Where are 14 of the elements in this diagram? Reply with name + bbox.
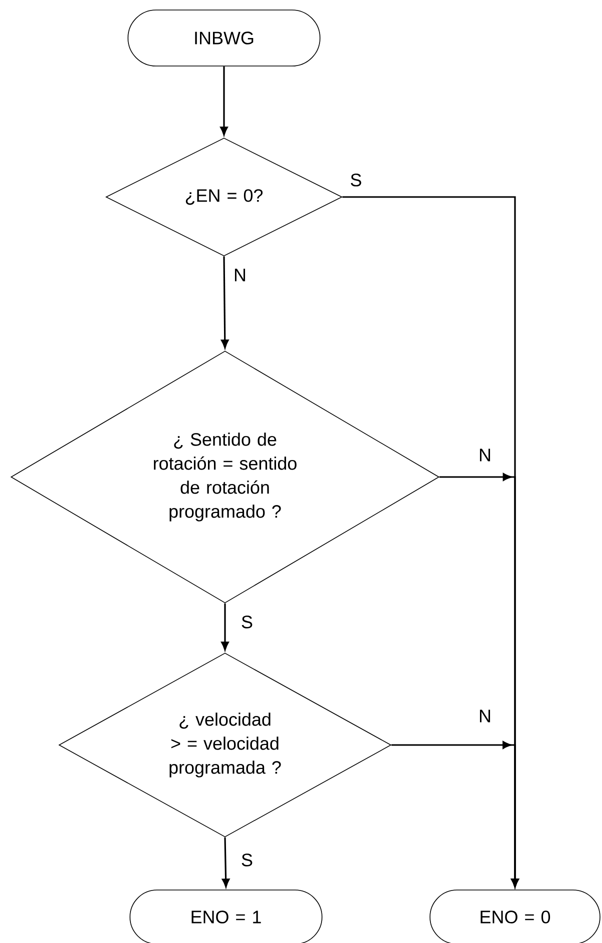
arrow [222,837,230,888]
edge-label: N [478,448,492,462]
edge-label: S [240,614,254,630]
edge-label: S [240,852,254,868]
edge-label: S [349,172,363,188]
arrow [221,603,229,650]
arrow [221,256,229,348]
arrow [391,741,519,888]
terminal-box: ENO = 1 [130,890,322,943]
edge-label: N [478,708,492,724]
edge-label: N [232,268,248,282]
arrow [220,66,228,136]
terminal-box: INBWG [128,10,320,66]
terminal-box: ENO = 0 [430,890,600,943]
